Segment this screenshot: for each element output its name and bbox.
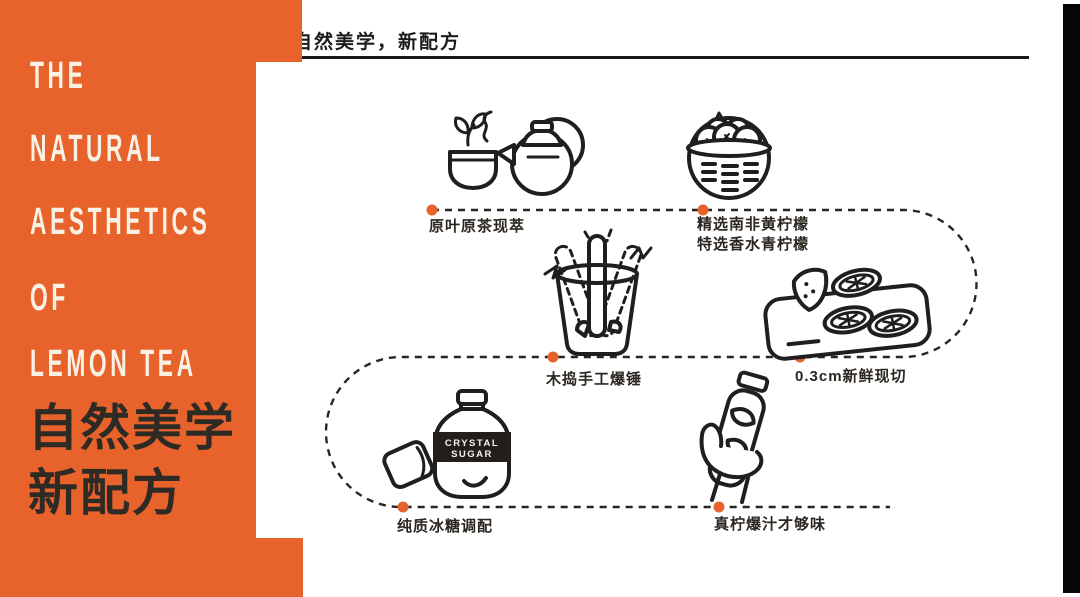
orange-block-top bbox=[256, 0, 302, 62]
step-dot-1 bbox=[426, 204, 438, 216]
sidebar-title-line-5: LEMON TEA bbox=[30, 343, 197, 385]
muddler-cup-icon bbox=[543, 228, 653, 356]
header-rule bbox=[301, 56, 1029, 59]
flow-dashed-path bbox=[324, 208, 978, 509]
sidebar-subtitle-line-2: 新配方 bbox=[28, 465, 184, 521]
sugar-jar-icon: CRYSTAL SUGAR bbox=[382, 389, 511, 499]
step-label-lemons-line2: 特选香水青柠檬 bbox=[697, 236, 810, 253]
jar-label-line1: CRYSTAL bbox=[445, 438, 499, 449]
hand-bottle-icon bbox=[699, 370, 770, 504]
cutting-board-icon bbox=[763, 267, 932, 361]
sidebar-title-line-1: THE bbox=[30, 55, 87, 97]
step-label-sugar: 纯质冰糖调配 bbox=[397, 518, 494, 535]
step-dot-6 bbox=[713, 501, 725, 513]
jar-label-line2: SUGAR bbox=[451, 449, 493, 460]
step-label-tea: 原叶原茶现萃 bbox=[429, 218, 526, 235]
sidebar-title-line-2: NATURAL bbox=[30, 128, 164, 170]
sidebar-subtitle-line-1: 自然美学 bbox=[28, 400, 236, 456]
lemon-basket-icon bbox=[686, 111, 772, 200]
step-dot-3 bbox=[547, 351, 559, 363]
step-label-cut: 0.3cm新鲜现切 bbox=[795, 368, 907, 385]
orange-block-bottom bbox=[256, 538, 303, 597]
teapot-and-cup-icon bbox=[448, 110, 585, 196]
page-title: 自然美学，新配方 bbox=[293, 32, 462, 53]
step-label-lemons-line1: 精选南非黄柠檬 bbox=[697, 216, 810, 233]
step-label-juice: 真柠爆汁才够味 bbox=[714, 516, 827, 533]
right-black-bar bbox=[1063, 4, 1080, 593]
step-dot-2 bbox=[697, 204, 709, 216]
sidebar-title-line-3: AESTHETICS bbox=[30, 201, 211, 243]
sidebar-title-line-4: OF bbox=[30, 277, 69, 319]
step-label-muddle: 木捣手工爆锤 bbox=[546, 371, 643, 388]
step-label-lemons: 精选南非黄柠檬 特选香水青柠檬 bbox=[697, 215, 809, 255]
step-dot-5 bbox=[397, 501, 409, 513]
sidebar: THE NATURAL AESTHETICS OF LEMON TEA 自然美学… bbox=[0, 0, 256, 597]
